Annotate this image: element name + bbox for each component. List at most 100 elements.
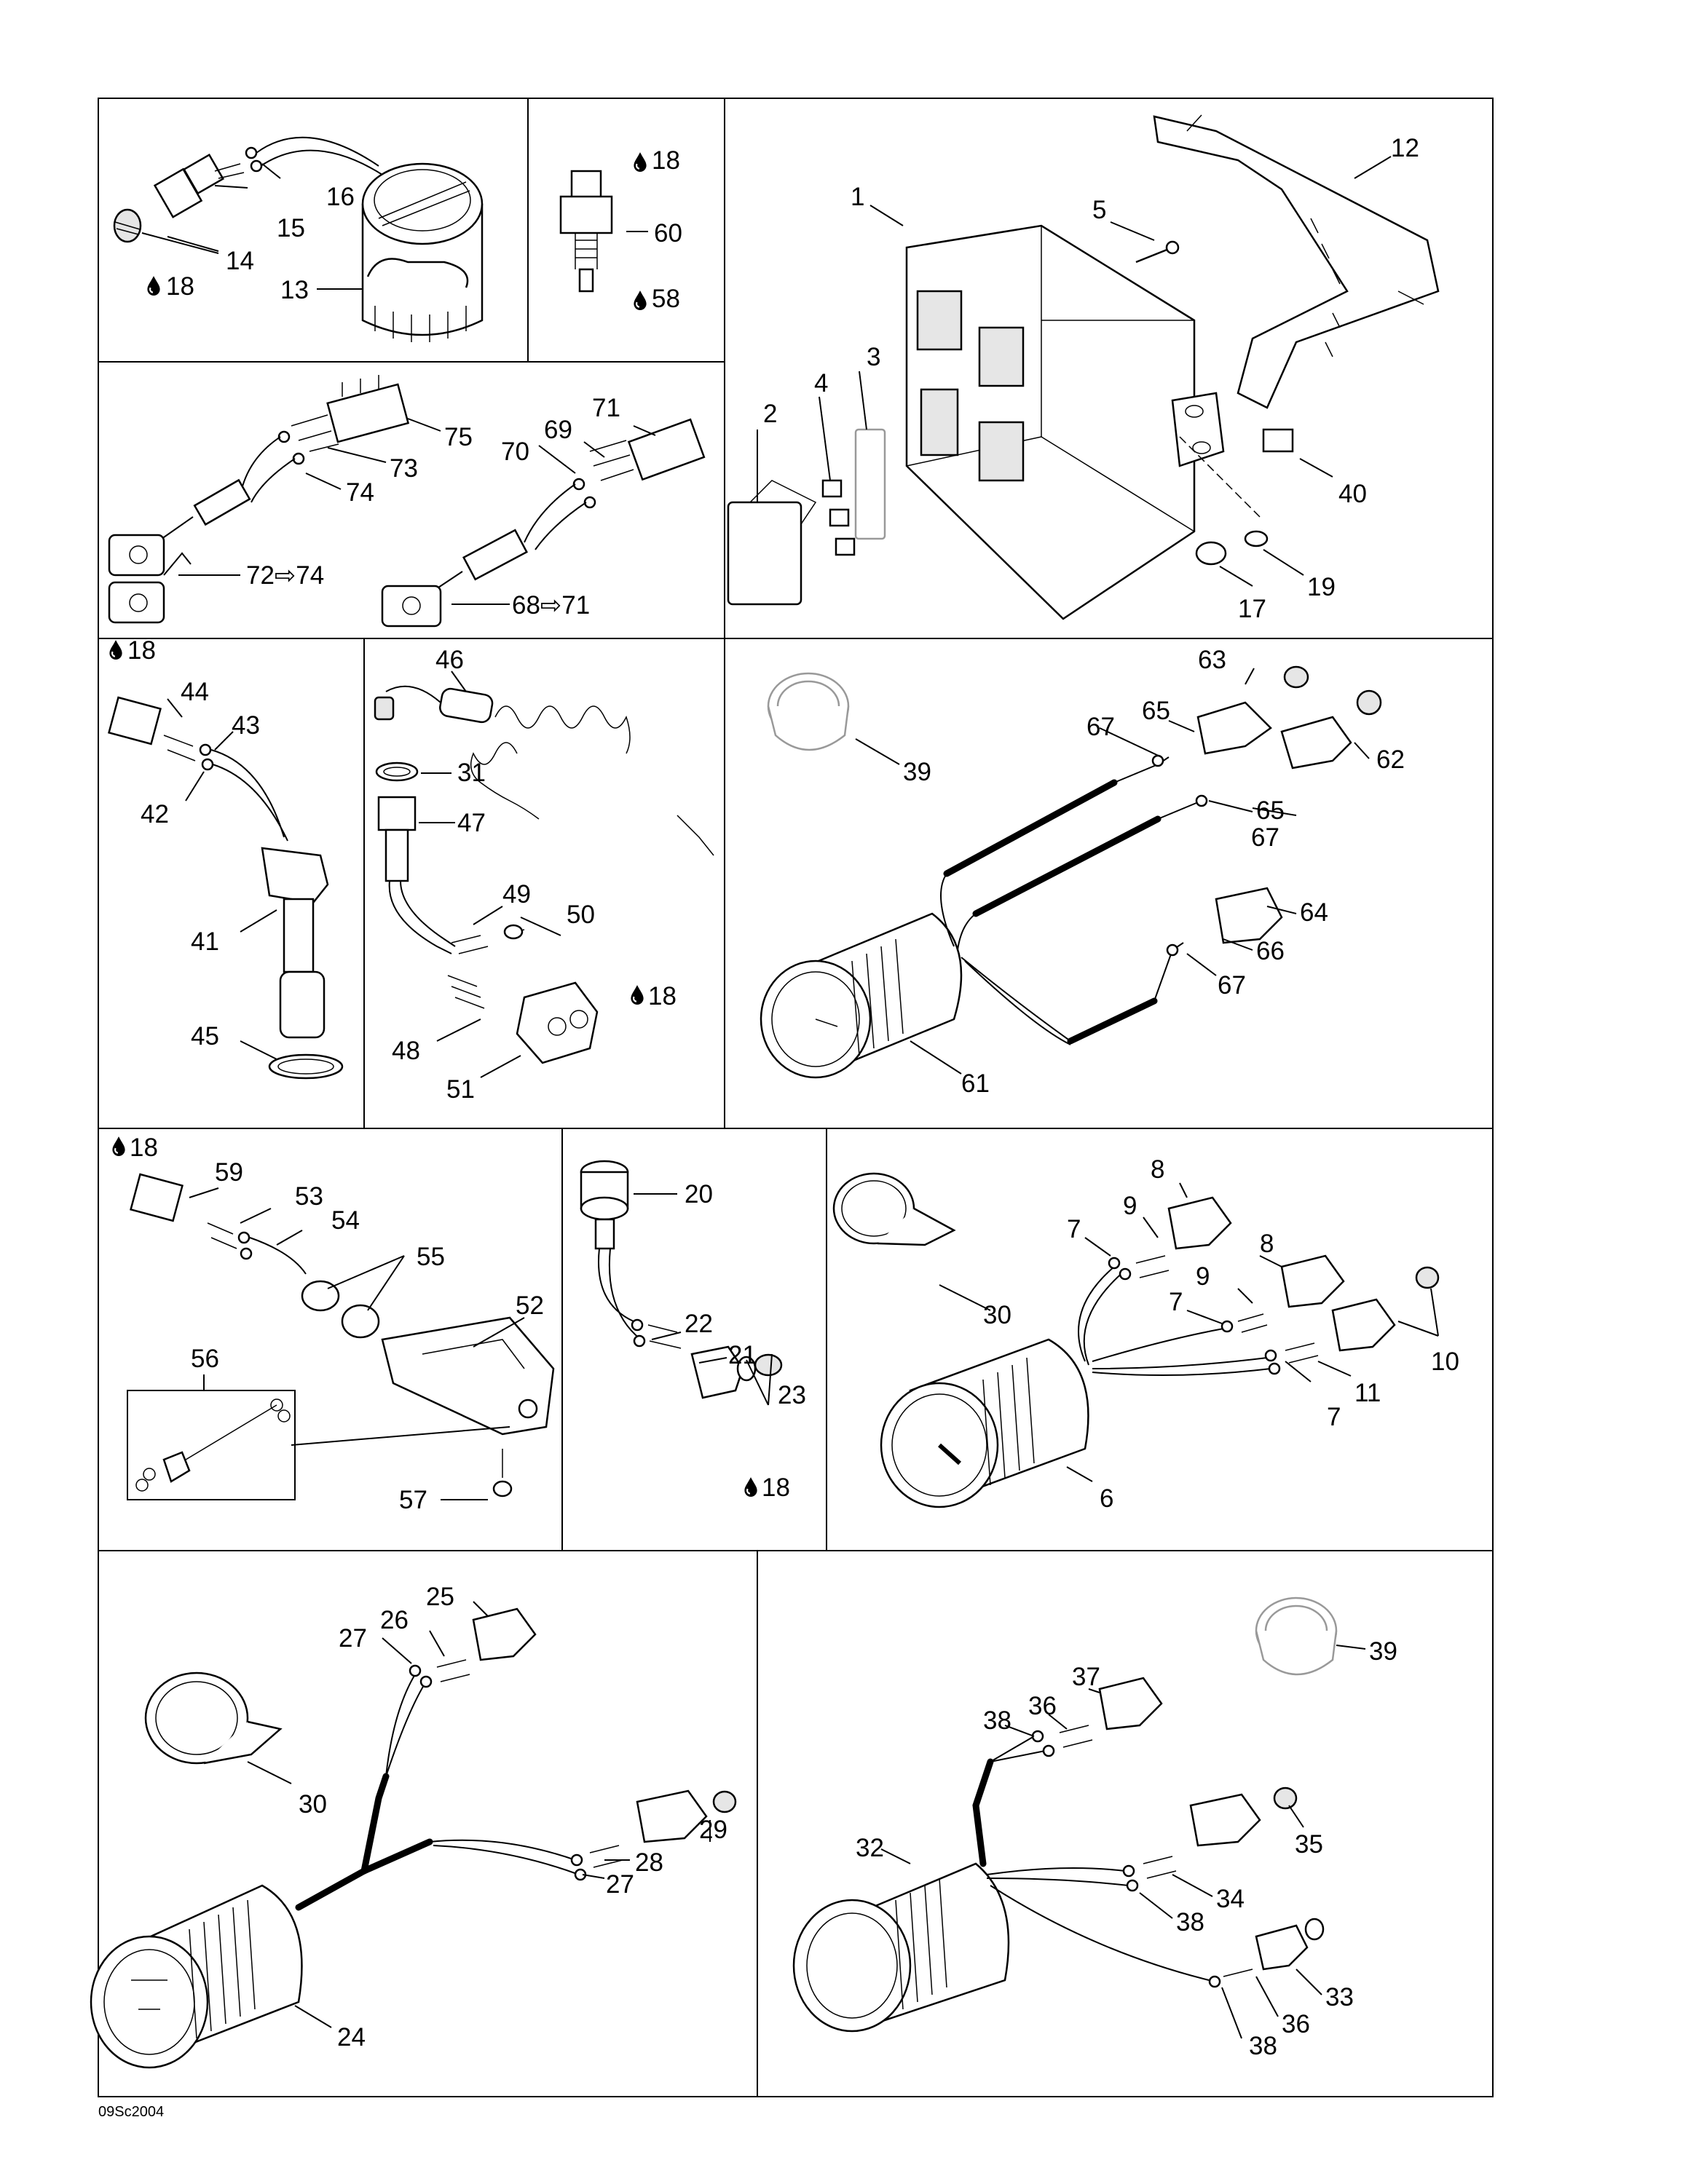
callout-49: 49 xyxy=(502,880,531,909)
callout-6: 6 xyxy=(1100,1484,1113,1513)
panel-d-leaders xyxy=(167,698,277,1060)
callout-71: 71 xyxy=(592,394,620,422)
callout-31: 31 xyxy=(457,759,486,787)
callout-32: 32 xyxy=(856,1834,884,1862)
callout-9: 9 xyxy=(1196,1262,1210,1291)
oil-drop-icon xyxy=(146,275,161,296)
panel-control-module: 1 2 3 4 5 12 40 17 19 xyxy=(727,114,1440,623)
callout-53: 53 xyxy=(295,1182,323,1211)
panel-water-sender: 20 22 21 23 18 xyxy=(580,1160,806,1502)
callout-62: 62 xyxy=(1376,745,1405,774)
float-switch-drawing xyxy=(108,696,344,1080)
callout-66: 66 xyxy=(1256,937,1285,965)
panel-f-leaders xyxy=(855,668,1370,1075)
gauge-visor-30-drawing xyxy=(832,1172,956,1246)
callout-52: 52 xyxy=(516,1291,544,1320)
panel-h-leaders xyxy=(634,1193,773,1406)
callout-8: 8 xyxy=(1260,1230,1274,1258)
panel-sensor-harness: 75 73 74 72⇨74 68⇨71 70 69 71 xyxy=(108,375,706,628)
callout-48: 48 xyxy=(392,1037,420,1065)
callout-3: 3 xyxy=(867,343,880,371)
callout-64: 64 xyxy=(1300,898,1328,927)
callout-39: 39 xyxy=(903,758,931,786)
callout-39: 39 xyxy=(1369,1637,1397,1666)
temperature-sender-drawing xyxy=(559,170,613,293)
callout-38: 38 xyxy=(1176,1908,1204,1936)
callout-18: 18 xyxy=(130,1133,158,1162)
callout-70: 70 xyxy=(501,438,529,466)
gauge-visor-30-drawing xyxy=(144,1671,283,1765)
panel-float-switch: 18 44 43 42 41 45 xyxy=(108,636,344,1080)
panel-j-leaders xyxy=(247,1601,711,2028)
callout-18: 18 xyxy=(762,1473,790,1502)
callout-11: 11 xyxy=(1354,1379,1381,1407)
callout-40: 40 xyxy=(1338,480,1367,508)
callout-67: 67 xyxy=(1218,971,1246,1000)
panel-c-leaders xyxy=(757,156,1392,587)
gauge-24-drawing xyxy=(90,1884,303,2069)
callout-75: 75 xyxy=(444,423,473,451)
callout-22: 22 xyxy=(685,1310,713,1338)
callout-37: 37 xyxy=(1072,1663,1100,1691)
callout-56: 56 xyxy=(191,1345,219,1373)
pump-connector-drawing xyxy=(113,136,383,243)
callout-25: 25 xyxy=(426,1583,454,1611)
water-sender-drawing xyxy=(580,1160,783,1399)
bilge-pump-drawing xyxy=(361,162,484,342)
callout-65: 65 xyxy=(1256,796,1285,825)
callout-28: 28 xyxy=(635,1848,663,1877)
gauge-bezel-39-drawing xyxy=(1255,1597,1338,1676)
callout-38: 38 xyxy=(1249,2032,1277,2060)
gauge-61-harness xyxy=(940,665,1382,1045)
oil-drop-icon xyxy=(630,984,644,1005)
callout-46: 46 xyxy=(435,646,464,674)
callout-21: 21 xyxy=(728,1341,757,1369)
oil-drop-icon xyxy=(744,1476,758,1497)
panel-gauge-6: 8 9 7 8 30 9 7 10 11 7 6 xyxy=(832,1155,1459,1513)
callout-61: 61 xyxy=(961,1069,990,1098)
callout-16: 16 xyxy=(326,183,355,211)
callout-58: 58 xyxy=(652,285,680,313)
callout-7: 7 xyxy=(1067,1215,1081,1243)
gauge-32-drawing xyxy=(792,1862,1010,2033)
callout-57: 57 xyxy=(399,1486,427,1514)
callout-10: 10 xyxy=(1431,1348,1459,1376)
callout-18: 18 xyxy=(652,146,680,175)
callout-5: 5 xyxy=(1092,196,1106,224)
gauge-24-harness xyxy=(295,1607,737,1911)
callout-18: 18 xyxy=(127,636,156,665)
panel-bilge-pump: 16 15 14 18 13 18 60 58 xyxy=(113,136,682,342)
panel-i-leaders xyxy=(939,1182,1439,1482)
callout-15: 15 xyxy=(277,214,305,242)
panel-trim-sender: 18 59 53 54 55 52 56 57 xyxy=(111,1133,555,1514)
callout-2: 2 xyxy=(763,400,777,428)
oil-drop-icon xyxy=(633,151,647,172)
callout-1: 1 xyxy=(851,183,864,211)
callout-34: 34 xyxy=(1216,1885,1245,1913)
callout-27: 27 xyxy=(339,1624,367,1653)
callout-60: 60 xyxy=(654,219,682,248)
callout-33: 33 xyxy=(1325,1983,1354,2011)
oil-drop-icon xyxy=(111,1136,126,1156)
callout-8: 8 xyxy=(1151,1155,1164,1184)
lanyard-drawing xyxy=(374,685,714,1064)
callout-30: 30 xyxy=(983,1301,1011,1329)
panel-gauge-32: 39 37 36 38 35 34 38 32 33 36 38 xyxy=(792,1597,1397,2060)
callout-23: 23 xyxy=(778,1381,806,1409)
callout-35: 35 xyxy=(1295,1830,1323,1859)
panel-frames xyxy=(98,98,1494,2097)
sensor-harness-right-drawing xyxy=(381,418,706,628)
callout-7: 7 xyxy=(1327,1403,1341,1431)
callout-72-to-74: 72⇨74 xyxy=(246,561,324,590)
panel-gauge-61: 63 65 67 62 39 65 67 64 66 67 61 xyxy=(760,646,1405,1098)
callout-30: 30 xyxy=(299,1790,327,1819)
panel-g-leaders xyxy=(189,1187,525,1500)
sensor-harness-left-drawing xyxy=(108,375,410,624)
callout-45: 45 xyxy=(191,1022,219,1051)
callout-38: 38 xyxy=(983,1706,1011,1735)
gauge-6-harness xyxy=(1078,1196,1440,1376)
figure-reference: 09Sc2004 xyxy=(98,2104,164,2120)
callout-68-to-71: 68⇨71 xyxy=(512,591,590,620)
oil-drop-icon xyxy=(109,639,123,660)
